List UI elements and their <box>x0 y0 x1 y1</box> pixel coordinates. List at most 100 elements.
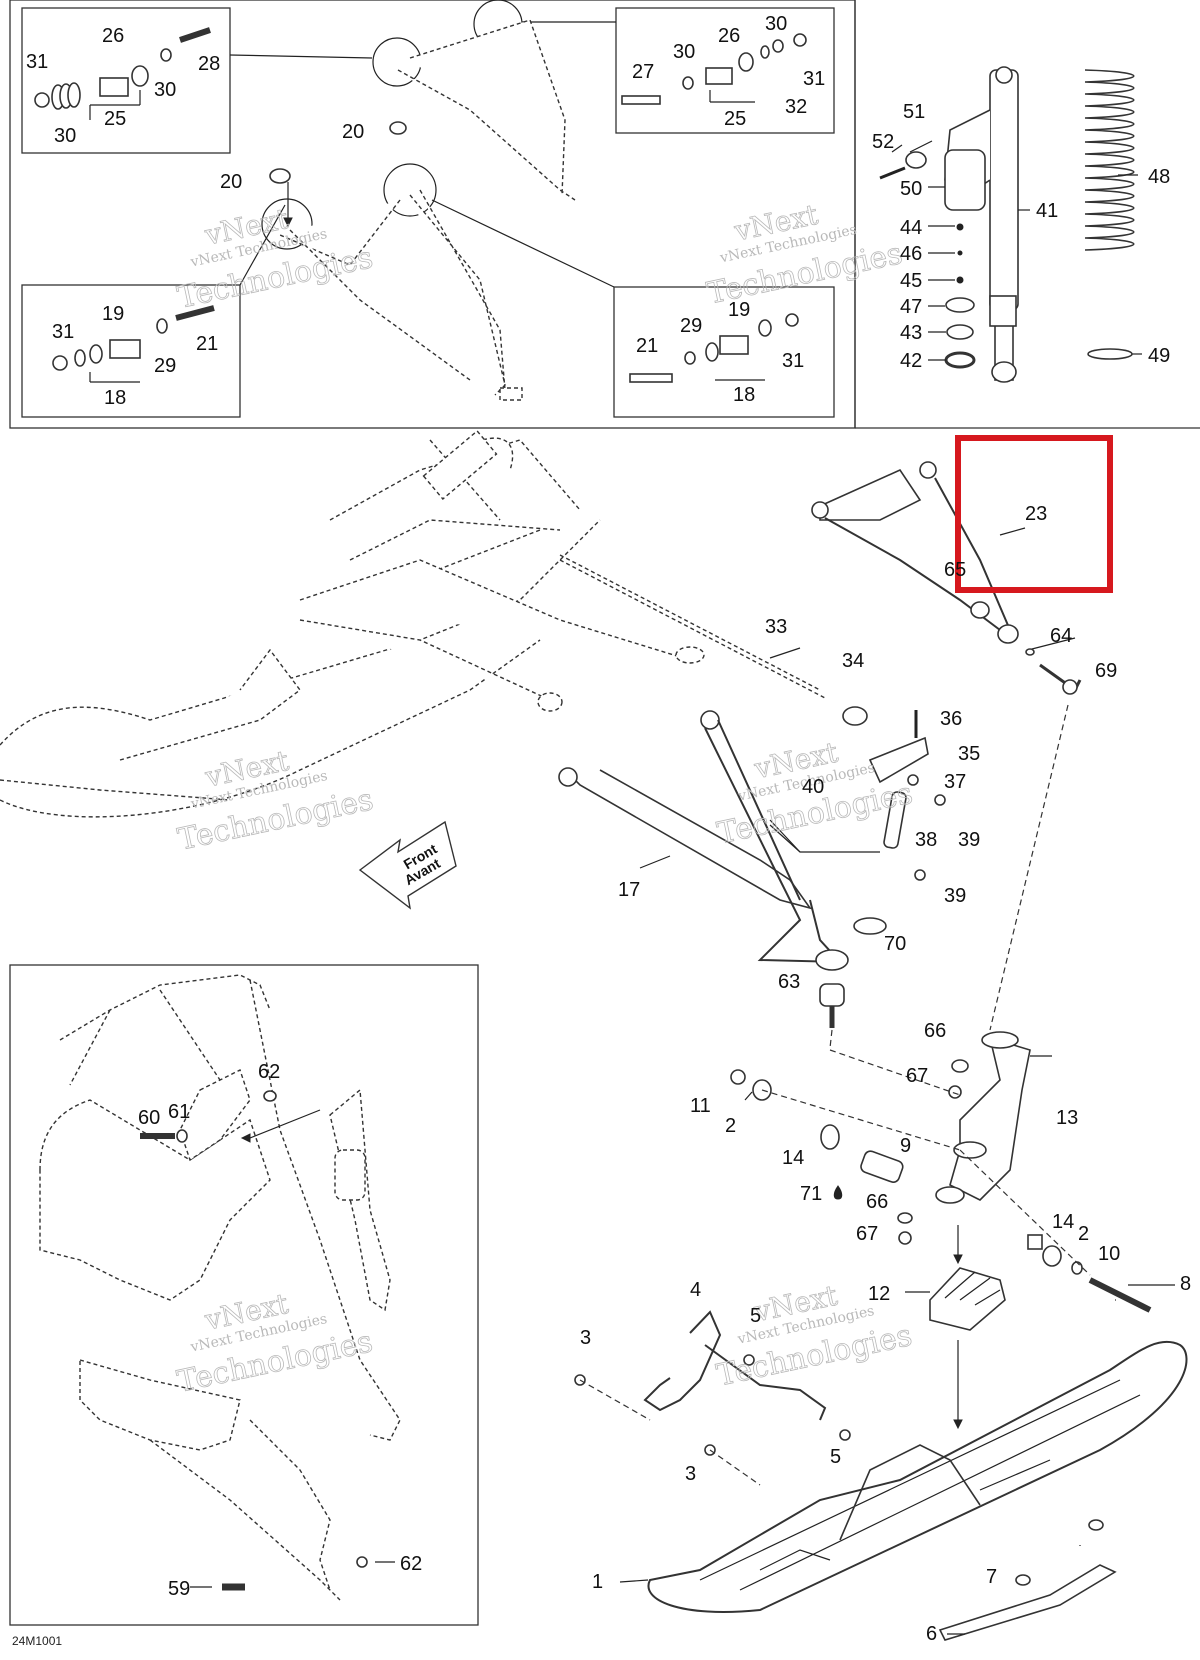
callout-20[interactable]: 20 <box>342 121 364 143</box>
callout-42[interactable]: 42 <box>900 350 922 372</box>
ski <box>647 1340 1188 1641</box>
callout-31[interactable]: 31 <box>52 321 74 343</box>
callout-66[interactable]: 66 <box>866 1191 888 1213</box>
watermarks: vNext Technologies vNext Technologies <box>174 201 376 316</box>
callout-30[interactable]: 30 <box>765 13 787 35</box>
callout-3[interactable]: 3 <box>580 1327 591 1349</box>
callout-6[interactable]: 6 <box>926 1623 937 1645</box>
callout-35[interactable]: 35 <box>958 743 980 765</box>
callout-37[interactable]: 37 <box>944 771 966 793</box>
callout-20[interactable]: 20 <box>220 171 242 193</box>
spindle-bolt-set <box>730 1069 1152 1313</box>
callout-36[interactable]: 36 <box>940 708 962 730</box>
callout-21[interactable]: 21 <box>196 333 218 355</box>
callout-2[interactable]: 2 <box>725 1115 736 1137</box>
watermarks: vNext Technologies vNext Technologies <box>704 197 906 312</box>
callout-8[interactable]: 8 <box>1180 1273 1191 1295</box>
callout-48[interactable]: 48 <box>1148 166 1170 188</box>
callout-32[interactable]: 32 <box>785 96 807 118</box>
callout-59[interactable]: 59 <box>168 1578 190 1600</box>
callout-28[interactable]: 28 <box>198 53 220 75</box>
callout-2[interactable]: 2 <box>1078 1223 1089 1245</box>
callout-38[interactable]: 38 <box>915 829 937 851</box>
callout-30[interactable]: 30 <box>673 41 695 63</box>
detail-box-bottom-right <box>613 286 835 418</box>
callout-39[interactable]: 39 <box>944 885 966 907</box>
callout-45[interactable]: 45 <box>900 270 922 292</box>
shock-panel <box>879 66 1142 383</box>
callout-31[interactable]: 31 <box>803 68 825 90</box>
callout-62[interactable]: 62 <box>400 1553 422 1575</box>
callout-43[interactable]: 43 <box>900 322 922 344</box>
callout-19[interactable]: 19 <box>102 303 124 325</box>
callout-60[interactable]: 60 <box>138 1107 160 1129</box>
callout-51[interactable]: 51 <box>903 101 925 123</box>
highlight-box[interactable] <box>955 435 1113 593</box>
callout-26[interactable]: 26 <box>718 25 740 47</box>
callout-27[interactable]: 27 <box>632 61 654 83</box>
callout-34[interactable]: 34 <box>842 650 864 672</box>
bushing-stack-bottom-left <box>52 305 215 371</box>
callout-10[interactable]: 10 <box>1098 1243 1120 1265</box>
callout-33[interactable]: 33 <box>765 616 787 638</box>
callout-31[interactable]: 31 <box>26 51 48 73</box>
callout-4[interactable]: 4 <box>690 1279 701 1301</box>
suspension-overview <box>0 430 821 818</box>
callout-49[interactable]: 49 <box>1148 345 1170 367</box>
callout-1[interactable]: 1 <box>592 1571 603 1593</box>
callout-67[interactable]: 67 <box>906 1065 928 1087</box>
callout-18[interactable]: 18 <box>104 387 126 409</box>
ski-handle <box>574 1310 851 1456</box>
lower-a-arm <box>558 710 887 1028</box>
callout-25[interactable]: 25 <box>104 108 126 130</box>
callout-13[interactable]: 13 <box>1056 1107 1078 1129</box>
callout-69[interactable]: 69 <box>1095 660 1117 682</box>
callout-5[interactable]: 5 <box>830 1446 841 1468</box>
callout-64[interactable]: 64 <box>1050 625 1072 647</box>
callout-62[interactable]: 62 <box>258 1061 280 1083</box>
detail-box-bottom-left <box>21 284 241 418</box>
callout-47[interactable]: 47 <box>900 296 922 318</box>
callout-29[interactable]: 29 <box>680 315 702 337</box>
callout-5[interactable]: 5 <box>750 1305 761 1327</box>
callout-30[interactable]: 30 <box>54 125 76 147</box>
assembly-lines <box>579 704 1116 1546</box>
callout-30[interactable]: 30 <box>154 79 176 101</box>
callout-41[interactable]: 41 <box>1036 200 1058 222</box>
spindle <box>897 1031 1031 1245</box>
callout-63[interactable]: 63 <box>778 971 800 993</box>
callout-14[interactable]: 14 <box>782 1147 804 1169</box>
callout-26[interactable]: 26 <box>102 25 124 47</box>
callout-14[interactable]: 14 <box>1052 1211 1074 1233</box>
callout-18[interactable]: 18 <box>733 384 755 406</box>
callout-3[interactable]: 3 <box>685 1463 696 1485</box>
callout-7[interactable]: 7 <box>986 1566 997 1588</box>
callout-70[interactable]: 70 <box>884 933 906 955</box>
callout-66[interactable]: 66 <box>924 1020 946 1042</box>
callout-23[interactable]: 23 <box>1025 503 1047 525</box>
callout-29[interactable]: 29 <box>154 355 176 377</box>
callout-67[interactable]: 67 <box>856 1223 878 1245</box>
callout-44[interactable]: 44 <box>900 217 922 239</box>
callout-65[interactable]: 65 <box>944 559 966 581</box>
callout-19[interactable]: 19 <box>728 299 750 321</box>
callout-50[interactable]: 50 <box>900 178 922 200</box>
callout-40[interactable]: 40 <box>802 776 824 798</box>
callout-12[interactable]: 12 <box>868 1283 890 1305</box>
callout-46[interactable]: 46 <box>900 243 922 265</box>
callout-71[interactable]: 71 <box>800 1183 822 1205</box>
callout-52[interactable]: 52 <box>872 131 894 153</box>
callout-31[interactable]: 31 <box>782 350 804 372</box>
callout-9[interactable]: 9 <box>900 1135 911 1157</box>
bushing-stack-top-left <box>34 27 211 110</box>
callout-11[interactable]: 11 <box>690 1095 711 1117</box>
callout-17[interactable]: 17 <box>618 879 640 901</box>
callout-39[interactable]: 39 <box>958 829 980 851</box>
callout-61[interactable]: 61 <box>168 1101 190 1123</box>
bushing-stack-top-right <box>621 33 807 105</box>
tie-rod <box>559 559 826 699</box>
upper-a-arm-panel <box>21 0 835 418</box>
callout-25[interactable]: 25 <box>724 108 746 130</box>
callout-21[interactable]: 21 <box>636 335 658 357</box>
